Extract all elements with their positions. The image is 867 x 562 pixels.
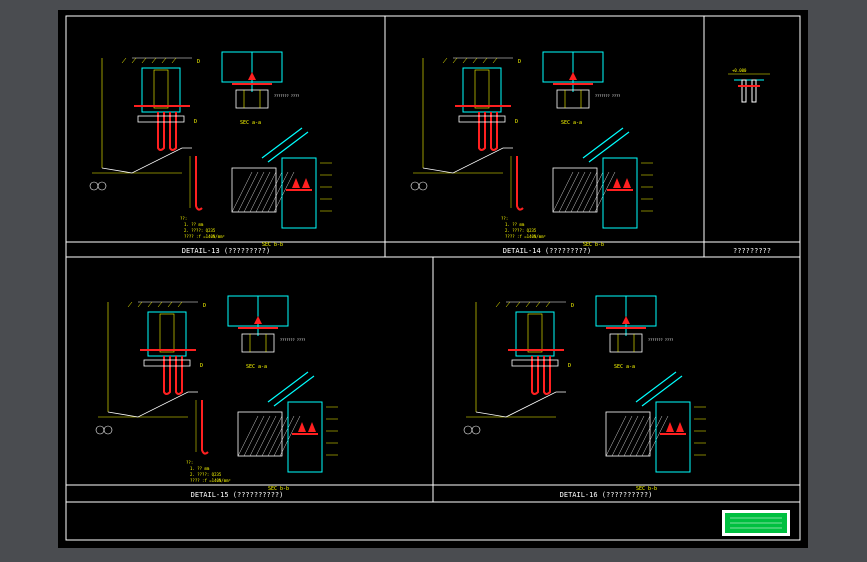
svg-text:+0.000: +0.000 [732,68,747,73]
grid-bubble [95,425,105,435]
section-a-view: ??????? ???? SEC a-a [595,295,673,370]
brace [588,131,630,163]
section-a-label: SEC a-a [240,120,261,126]
grid-bubble [418,181,428,191]
anchor-bolt [478,112,486,151]
note-line: 2. ????: Q235 [184,228,216,233]
note-line: ???? :f =140N/mm² [190,478,231,483]
svg-text:D: D [515,119,518,125]
brace [582,127,624,159]
brace [635,371,677,403]
section-b-view: SEC b-b [605,371,706,492]
svg-text:D: D [571,303,574,309]
svg-text:D: D [200,363,203,369]
anchor-bolt [490,112,498,151]
base-plate [241,333,275,353]
section-b-label: SEC b-b [262,242,283,248]
note-line: 1. ?? mm [505,222,525,227]
anchor-detail: ??:1. ?? mm2. ????: Q235???? :f =140N/mm… [186,400,231,483]
anchor-bolt [516,156,524,211]
base-plate [609,333,643,353]
brace [273,375,315,407]
anchor-bolt [195,156,203,211]
svg-text:D: D [194,119,197,125]
detail-13-title: DETAIL-13 (?????????) [182,247,271,255]
section-b-label: SEC b-b [268,486,289,492]
grid-bubble [410,181,420,191]
elevation-view: DD [95,301,206,435]
elevation-view: DD [463,301,574,435]
detail-15-title: DETAIL-15 (??????????) [191,491,284,499]
anchor-bolt [157,112,165,151]
note-heading: ??: [501,216,508,221]
grid-bubble [103,425,113,435]
base-plate [235,89,269,109]
grid-bubble [89,181,99,191]
section-b-label: SEC b-b [583,242,604,248]
note-heading: ??: [180,216,187,221]
brace [267,371,309,403]
section-b-view: SEC b-b [552,127,653,248]
brace [261,127,303,159]
anchor-detail: ??:1. ?? mm2. ????: Q235???? :f =140N/mm… [180,156,225,239]
detail-16-title: DETAIL-16 (??????????) [560,491,653,499]
svg-text:??????? ????: ??????? ???? [274,94,299,98]
anchor-bolt [163,356,171,395]
section-b-view: SEC b-b [231,127,332,248]
base-plate [511,359,559,367]
anchor-bolt [531,356,539,395]
grid-bubble [97,181,107,191]
svg-text:??????? ????: ??????? ???? [648,338,673,342]
brace [267,131,309,163]
anchor-bolt [543,356,551,395]
anchor-detail: ??:1. ?? mm2. ????: Q235???? :f =140N/mm… [501,156,546,239]
section-b-label: SEC b-b [636,486,657,492]
detail-14-title: DETAIL-14 (?????????) [503,247,592,255]
section-a-label: SEC a-a [246,364,267,370]
base-plate [458,115,506,123]
svg-text:D: D [568,363,571,369]
grid-bubble [471,425,481,435]
anchor-bolt [175,356,183,395]
svg-text:D: D [197,59,200,65]
base-plate [143,359,191,367]
anchor-bolt [201,400,209,455]
note-line: ???? :f =140N/mm² [505,234,546,239]
note-line: 2. ????: Q235 [190,472,222,477]
note-line: 1. ?? mm [184,222,204,227]
svg-text:??????? ????: ??????? ???? [595,94,620,98]
anchor-bolt [169,112,177,151]
section-a-label: SEC a-a [614,364,635,370]
side-detail: +0.000 [728,68,770,103]
note-line: 2. ????: Q235 [505,228,537,233]
section-a-label: SEC a-a [561,120,582,126]
grid-bubble [463,425,473,435]
section-b-view: SEC b-b [237,371,338,492]
section-a-view: ??????? ???? SEC a-a [227,295,305,370]
note-line: ???? :f =140N/mm² [184,234,225,239]
elevation-view: DD [89,57,200,191]
note-heading: ??: [186,460,193,465]
base-plate [137,115,185,123]
elevation-view: DD [410,57,521,191]
section-a-view: ??????? ???? SEC a-a [221,51,299,126]
title-block-stamp [722,510,790,536]
svg-text:D: D [518,59,521,65]
brace [641,375,683,407]
base-plate [556,89,590,109]
note-line: 1. ?? mm [190,466,210,471]
svg-text:??????? ????: ??????? ???? [280,338,305,342]
section-a-view: ??????? ???? SEC a-a [542,51,620,126]
side-detail-title: ????????? [733,247,771,255]
svg-text:D: D [203,303,206,309]
drawing-frame [65,15,801,541]
